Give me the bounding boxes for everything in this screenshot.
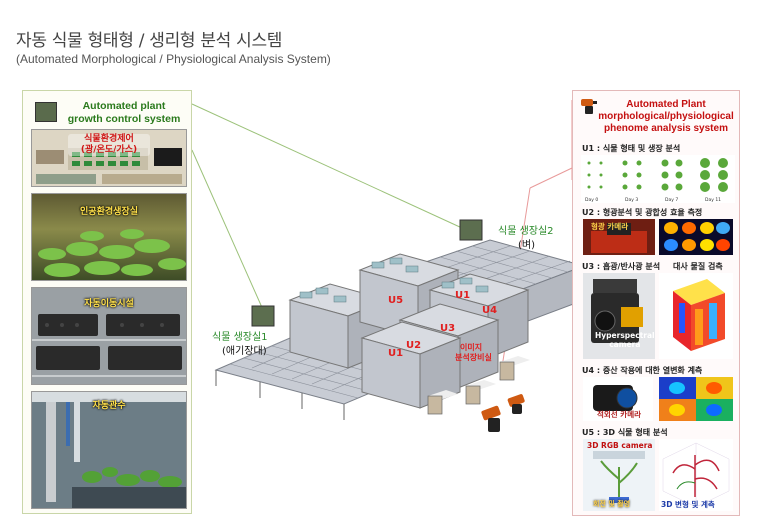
connector-left-to-room2 [191, 103, 463, 229]
monitor-stations [427, 356, 530, 415]
growth-system-thumbnail [35, 102, 57, 122]
thermal-map-graphic [659, 377, 733, 421]
3d-plant-model-graphic [662, 442, 730, 508]
connector-left-to-room1 [191, 149, 265, 313]
automated-irrigation-photo: 자동관수 [31, 391, 187, 509]
3d-rgb-camera-graphic [583, 439, 655, 511]
growth-room-2-label: 식물 생장실2 [498, 225, 554, 237]
phenome-analysis-panel: Automated Plant morphological/physiologi… [572, 90, 740, 516]
growth-system-title-line1: Automated plant [82, 100, 166, 112]
transport-label: 자동이동시설 [84, 299, 134, 309]
environment-control-label-line1: 식물환경제어 [84, 134, 134, 144]
growth-room-1-thumbnail [251, 305, 275, 327]
environment-control-label: 식물환경제어 (광/온도/가스) [68, 134, 150, 156]
phenome-title-line1: Automated Plant [626, 99, 706, 110]
hyperspectral-label-line1: Hyperspectral [595, 331, 655, 340]
rotation-capture-label: 회전 및 촬영 [593, 500, 631, 508]
day-label-3: Day 3 [625, 197, 638, 203]
page-title: 자동 식물 형태형 / 생리형 분석 시스템 [16, 31, 283, 51]
hyperspectral-cube-image [659, 273, 733, 359]
section-u3-heading-metabolite: 대사 물질 검측 [673, 262, 723, 271]
thermal-map-image [659, 377, 733, 421]
phenome-title-line3: phenome analysis system [604, 123, 728, 134]
fluorescence-camera-graphic [583, 219, 655, 255]
page-subtitle: (Automated Morphological / Physiological… [16, 52, 331, 66]
hyperspectral-label-line2: camera [609, 340, 641, 349]
analysis-unit-blocks [288, 253, 530, 409]
unit-label-u1-bottom: U1 [388, 348, 403, 359]
irrigation-graphic [32, 392, 186, 508]
fluorescence-leaf-map [659, 219, 733, 255]
fluorescence-leaf-graphic [664, 222, 730, 251]
infrared-camera-label: 적외선 카메라 [597, 410, 642, 419]
connector-right-to-unit-top [529, 167, 573, 189]
3d-rgb-camera-label: 3D RGB camera [587, 441, 653, 450]
section-u3-heading: U3 : 흡광/반사광 분석 [582, 262, 661, 271]
infrared-camera-image: 적외선 카메라 [583, 377, 653, 421]
growth-room-2-thumbnail [459, 219, 483, 241]
growth-chamber-graphic [32, 194, 186, 280]
3d-plant-model-image: 3D 변형 및 계측 [659, 439, 733, 511]
unit-label-u5: U5 [388, 295, 403, 306]
day-label-7: Day 7 [665, 197, 678, 203]
artificial-growth-chamber-photo: 인공환경생장실 [31, 193, 187, 281]
hyperspectral-camera-graphic [583, 273, 655, 359]
unit-label-u3: U3 [440, 323, 455, 334]
fluorescence-camera-image: 형광 카메라 [583, 219, 655, 255]
hyperspectral-cube-graphic [673, 279, 725, 351]
unit-label-u2: U2 [406, 340, 421, 351]
phenome-title-line2: morphological/physiological [598, 111, 734, 122]
section-u5-heading: U5 : 3D 식물 형태 분석 [582, 428, 668, 437]
robot-camera-icon [581, 99, 597, 114]
environment-control-label-line2: (광/온도/가스) [80, 145, 138, 155]
environment-control-screen: 식물환경제어 (광/온도/가스) [31, 129, 187, 187]
analysis-room-label-line1: 이미지 [460, 342, 482, 352]
hyperspectral-camera-image: Hyperspectral camera [583, 273, 655, 359]
automated-transport-photo: 자동이동시설 [31, 287, 187, 385]
section-u1-heading: U1 : 식물 형태 및 생장 분석 [582, 144, 681, 153]
section-u2-heading: U2 : 형광분석 및 광합성 효율 측정 [582, 208, 703, 217]
control-screen-graphic [32, 130, 186, 186]
transport-graphic [32, 288, 186, 384]
3d-measurement-label: 3D 변형 및 계측 [661, 500, 715, 509]
unit-label-u4: U4 [482, 305, 497, 316]
growth-system-title: Automated plant growth control system [59, 100, 189, 126]
analysis-room-label-line2: 분석장비실 [455, 352, 492, 362]
irrigation-label: 자동관수 [92, 401, 126, 411]
growth-room-2-species: (벼) [518, 239, 535, 251]
plant-growth-control-panel: Automated plant growth control system 식물… [22, 90, 192, 514]
growth-system-title-line2: growth control system [67, 113, 181, 125]
hyperspectral-camera-label: Hyperspectral camera [595, 331, 655, 349]
unit-label-u1-top: U1 [455, 290, 470, 301]
day-label-11: Day 11 [705, 197, 721, 203]
plant-growth-timeseries: Day 0 Day 3 Day 7 Day 11 [581, 155, 735, 203]
day-label-0: Day 0 [585, 197, 598, 203]
robot-camera-arms [481, 394, 525, 432]
3d-rgb-camera-image: 3D RGB camera 회전 및 촬영 [583, 439, 655, 511]
fluorescence-camera-label: 형광 카메라 [591, 222, 629, 231]
growth-room-1-species: (애기장대) [222, 345, 267, 357]
growth-room-1-label: 식물 생장실1 [212, 331, 268, 343]
growth-chamber-label: 인공환경생장실 [80, 207, 138, 217]
phenome-analysis-title: Automated Plant morphological/physiologi… [593, 99, 739, 135]
infrared-camera-graphic [593, 385, 638, 411]
growth-timeseries-graphic: Day 0 Day 3 Day 7 Day 11 [585, 158, 728, 203]
section-u4-heading: U4 : 증산 작용에 대한 열변화 계측 [582, 366, 703, 375]
